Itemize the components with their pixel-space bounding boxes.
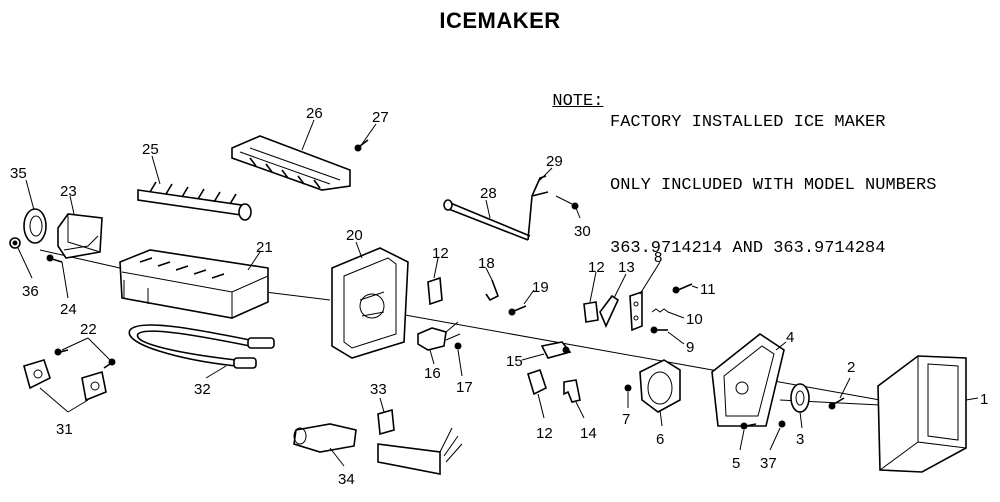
note-line-2: ONLY INCLUDED WITH MODEL NUMBERS [610, 176, 937, 195]
callout-17: 17 [456, 379, 473, 396]
callout-25: 25 [142, 141, 159, 158]
part-37-nut [778, 420, 786, 428]
note-block: NOTE: FACTORY INSTALLED ICE MAKER ONLY I… [532, 70, 936, 258]
callout-20: 20 [346, 227, 363, 244]
part-6-motor [639, 359, 681, 413]
callout-29: 29 [546, 153, 563, 170]
part-7-screw [624, 384, 632, 392]
callout-1: 1 [980, 391, 988, 408]
part-14-part [563, 379, 581, 403]
callout-7: 7 [622, 411, 630, 428]
part-15-part [540, 341, 572, 359]
callout-24: 24 [60, 301, 77, 318]
part-28-shutoff-arm [443, 199, 531, 241]
callout-30: 30 [574, 223, 591, 240]
part-11-screw [672, 283, 693, 294]
callout-28: 28 [480, 185, 497, 202]
part-33-clip [377, 408, 395, 436]
part-4-plate [711, 333, 785, 427]
callout-32: 32 [194, 381, 211, 398]
part-24-screw [46, 254, 63, 263]
part-12-switch-upper [427, 276, 443, 306]
part-27-screw [354, 139, 369, 152]
part-13-part [599, 294, 620, 328]
callout-2: 2 [847, 359, 855, 376]
callout-27: 27 [372, 109, 389, 126]
callout-15: 15 [506, 353, 523, 370]
part-2-screw [828, 397, 845, 410]
part-36-nut [9, 237, 21, 249]
callout-34: 34 [338, 471, 355, 488]
part-9-screw [650, 326, 668, 334]
part-17-screw [454, 342, 462, 350]
part-31-brackets [23, 359, 107, 413]
note-label: NOTE: [552, 92, 604, 111]
callout-5: 5 [732, 455, 740, 472]
part-32-heater [128, 324, 275, 369]
callout-12c: 12 [536, 425, 553, 442]
part-29-lever [527, 175, 549, 241]
callout-35: 35 [10, 165, 27, 182]
part-12-switch-lower [527, 368, 547, 396]
part-25-ejector [137, 181, 252, 221]
part-19-screw [508, 305, 527, 316]
callout-8: 8 [654, 249, 662, 266]
note-lines: FACTORY INSTALLED ICE MAKER ONLY INCLUDE… [610, 70, 936, 301]
callout-16: 16 [424, 365, 441, 382]
note-line-3: 363.9714214 AND 363.9714284 [610, 239, 886, 258]
part-34-fill-cup [293, 423, 357, 453]
callout-31: 31 [56, 421, 73, 438]
part-20-housing [331, 247, 409, 359]
callout-leaders [17, 119, 979, 467]
part-26-stripper [231, 135, 351, 191]
part-5-screw [740, 422, 757, 430]
part-12-switch-right [583, 301, 599, 323]
callout-22: 22 [80, 321, 97, 338]
callout-21: 21 [256, 239, 273, 256]
part-30-spring [555, 195, 579, 210]
callout-37: 37 [760, 455, 777, 472]
note-line-1: FACTORY INSTALLED ICE MAKER [610, 113, 886, 132]
callout-36: 36 [22, 283, 39, 300]
callout-26: 26 [306, 105, 323, 122]
part-18-bracket [485, 279, 500, 302]
callout-12a: 12 [432, 245, 449, 262]
callout-10: 10 [686, 311, 703, 328]
part-16-thermostat [417, 321, 461, 351]
part-22-screws [54, 337, 116, 369]
callout-labels: 1 2 3 4 5 6 7 8 9 10 11 12 12 12 13 14 1… [10, 105, 988, 488]
part-8-part [629, 290, 643, 332]
callout-6: 6 [656, 431, 664, 448]
part-10-spring [651, 308, 669, 313]
part-21-mold [119, 249, 269, 319]
callout-33: 33 [370, 381, 387, 398]
callout-18: 18 [478, 255, 495, 272]
callout-3: 3 [796, 431, 804, 448]
part-3-knob [790, 383, 810, 413]
part-35-gasket [23, 208, 47, 244]
callout-23: 23 [60, 183, 77, 200]
callout-14: 14 [580, 425, 597, 442]
callout-13: 13 [618, 259, 635, 276]
callout-19: 19 [532, 279, 549, 296]
callout-4: 4 [786, 329, 794, 346]
callout-12b: 12 [588, 259, 605, 276]
callout-9: 9 [686, 339, 694, 356]
part-23-cover [57, 213, 103, 259]
callout-11: 11 [700, 281, 716, 298]
part-1-front-cover [877, 355, 967, 473]
diagram-title: ICEMAKER [439, 8, 561, 33]
part-wiring-harness [377, 427, 463, 475]
